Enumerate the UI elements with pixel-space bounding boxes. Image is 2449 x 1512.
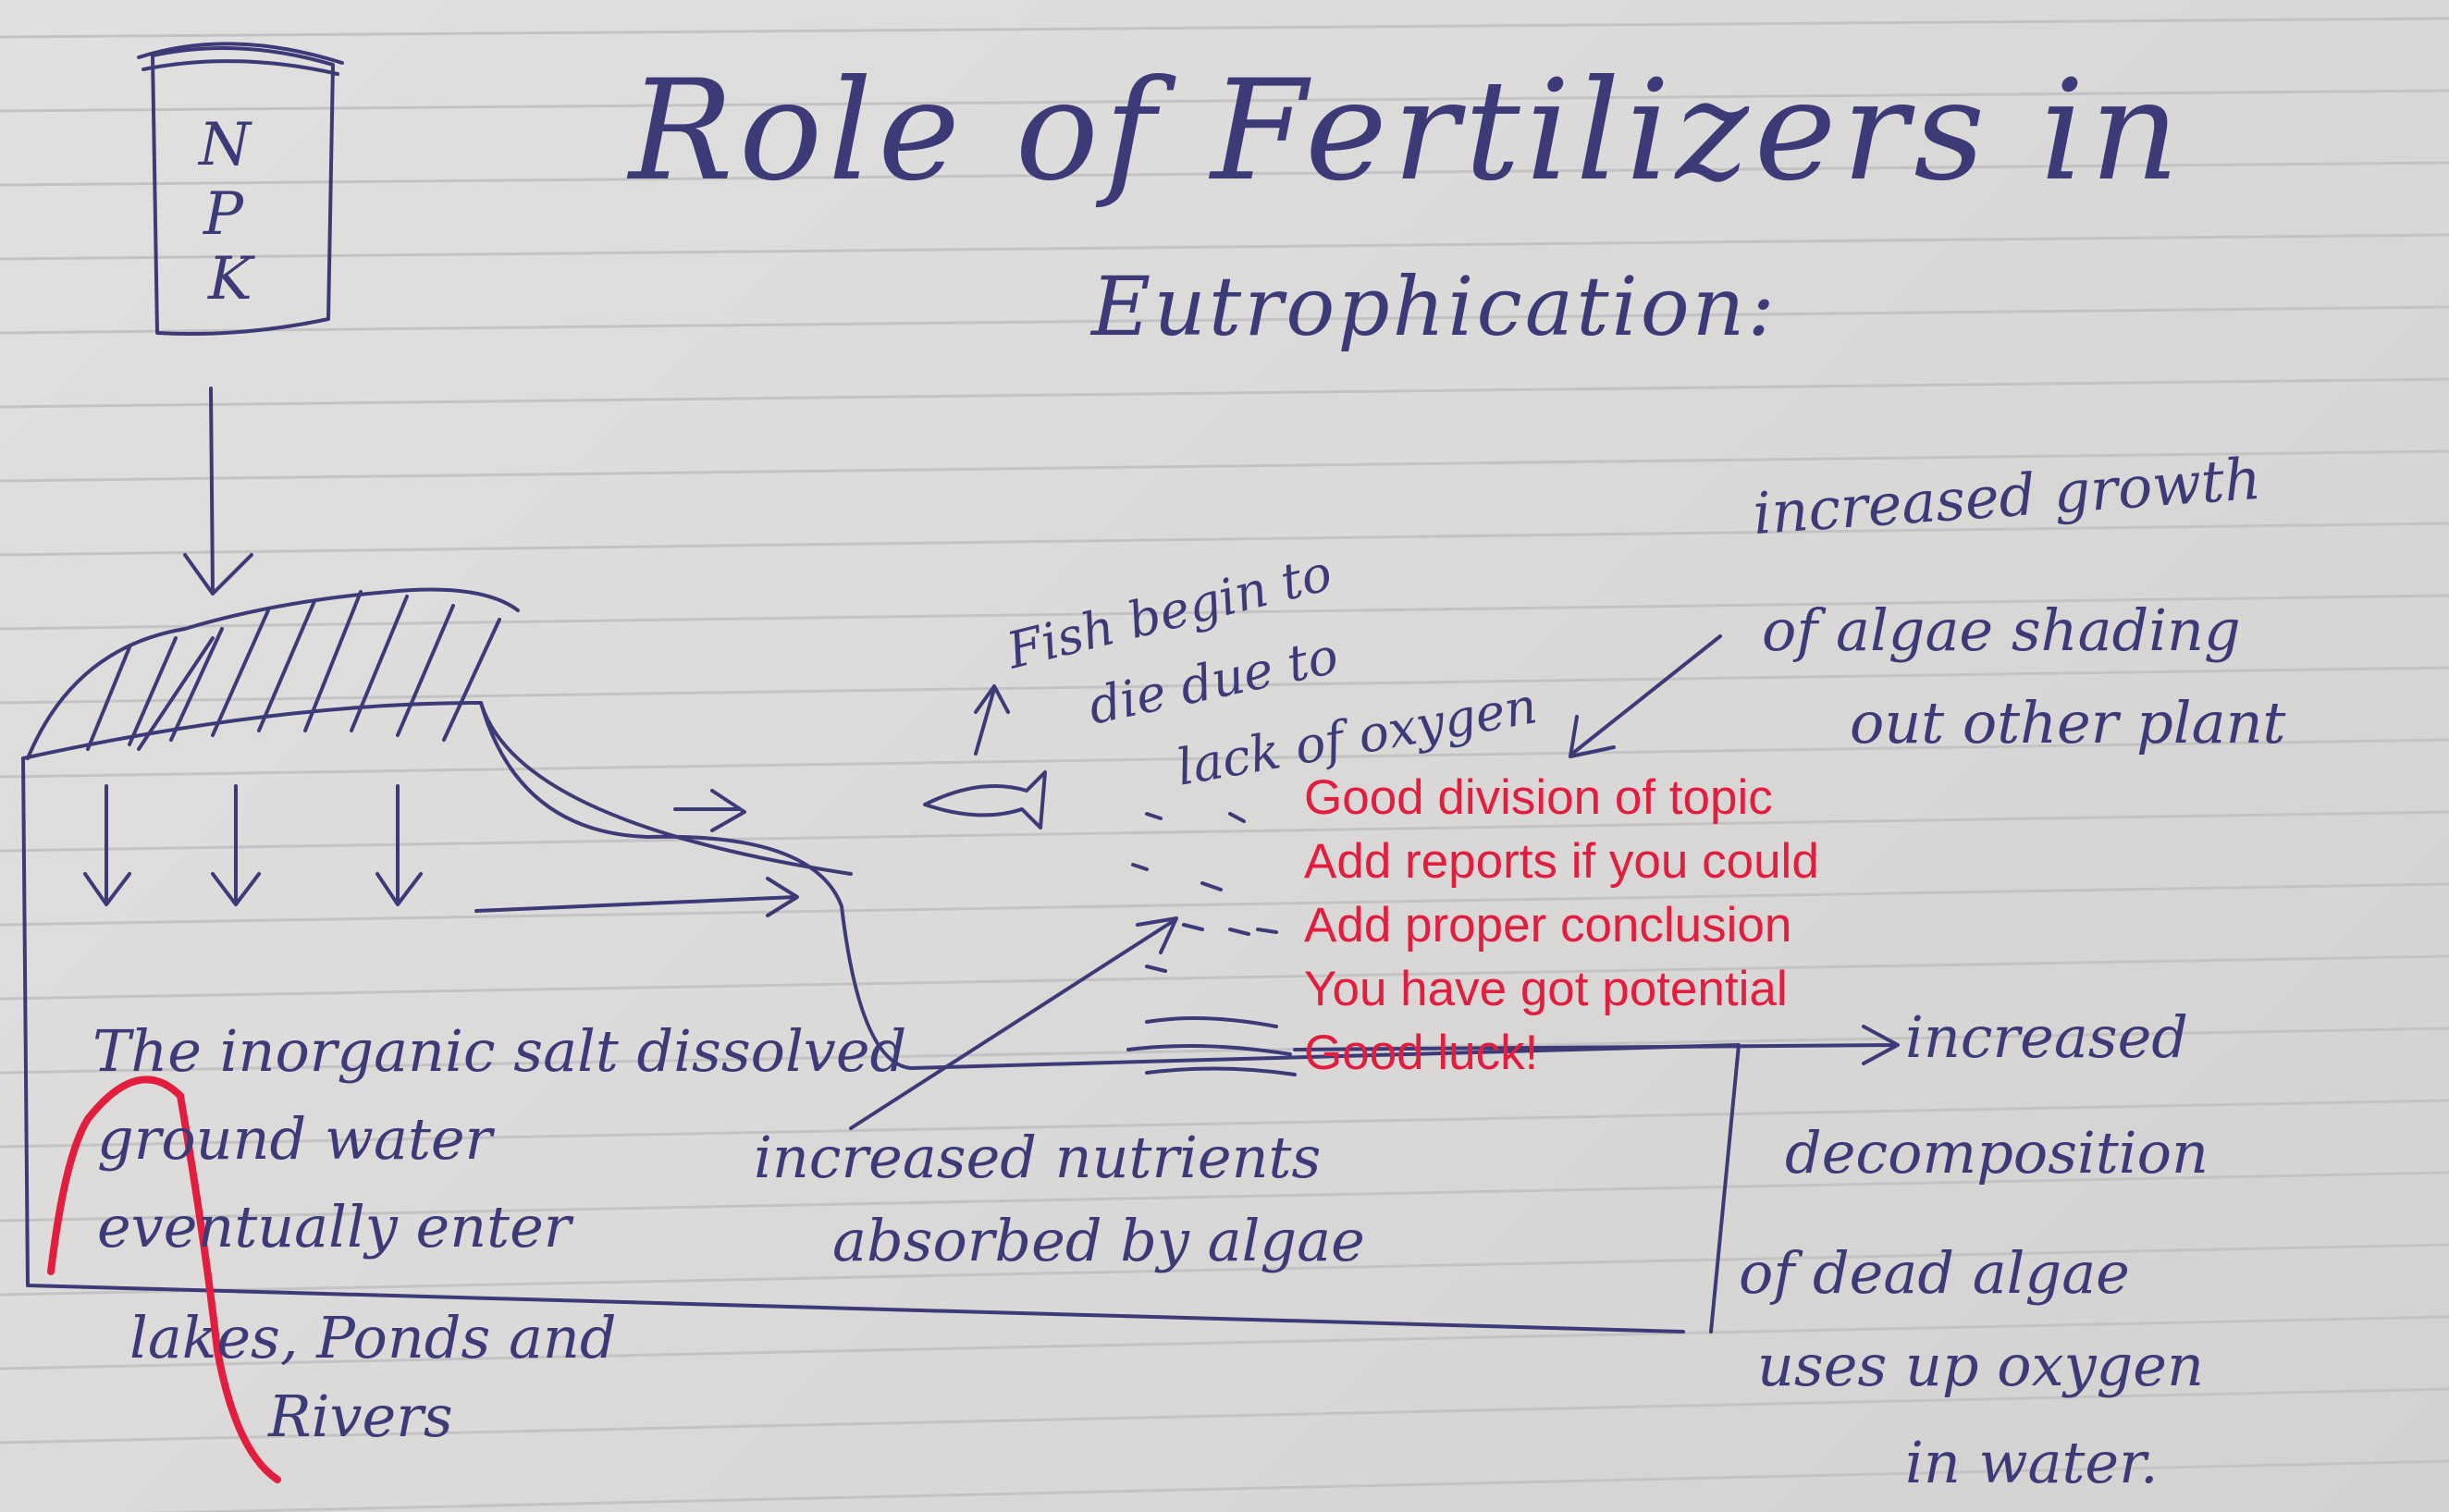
land-profile <box>21 756 1685 1334</box>
arrow-icon <box>849 916 1178 1130</box>
arrow-right-icon <box>673 789 746 832</box>
decomposition-label-line-5: in water. <box>1905 1429 2159 1496</box>
nutrients-label-line-1: increased nutrients <box>754 1124 1322 1191</box>
arrow-icon <box>1569 634 1722 758</box>
feedback-line: Good luck! <box>1304 1026 1539 1080</box>
jar-letter-p: P <box>203 180 244 249</box>
inorganic-label-line-2: ground water <box>97 1105 493 1173</box>
arrow-right-icon <box>1293 1025 1900 1065</box>
decomposition-label-line-4: uses up oxygen <box>1757 1332 2204 1399</box>
algae-growth-label-line-2: of algae shading <box>1762 596 2241 664</box>
nutrients-label-line-2: absorbed by algae <box>832 1207 1365 1274</box>
inorganic-label-line-1: The inorganic salt dissolved <box>92 1017 907 1085</box>
decomposition-label-line-3: of dead algae <box>1739 1239 2130 1307</box>
decomposition-label-line-2: decomposition <box>1785 1119 2209 1186</box>
feedback-line: Good division of topic <box>1304 770 1773 825</box>
teacher-feedback: Good division of topic Add reports if yo… <box>1304 766 1819 1085</box>
inorganic-label-line-3: eventually enter <box>97 1193 572 1260</box>
npk-jar <box>151 46 335 336</box>
lakes-label-line-1: lakes, Ponds and <box>129 1304 617 1371</box>
jar-letter-n: N <box>199 111 251 179</box>
feedback-line: Add reports if you could <box>1304 834 1819 889</box>
feedback-line: You have got potential <box>1304 962 1788 1016</box>
red-correction-mark <box>47 1076 281 1483</box>
arrow-down-icon <box>375 784 423 906</box>
field-hatching <box>26 587 520 760</box>
page-title: Role of Fertilizers in <box>629 51 2185 212</box>
arrow-down-icon <box>83 784 131 906</box>
lakes-label-line-2: Rivers <box>268 1383 453 1450</box>
page-title-line-2: Eutrophication: <box>1091 259 1778 354</box>
arrow-down-icon <box>211 784 261 906</box>
decomposition-label-line-1: increased <box>1905 1003 2188 1071</box>
arrow-up-icon <box>974 684 1010 756</box>
feedback-line: Add proper conclusion <box>1304 898 1792 953</box>
arrow-down-icon <box>183 387 253 596</box>
fish-icon <box>923 770 1047 830</box>
algae-growth-label-line-3: out other plant <box>1850 689 2286 756</box>
arrow-right-icon <box>474 877 799 917</box>
jar-letter-k: K <box>208 245 252 313</box>
